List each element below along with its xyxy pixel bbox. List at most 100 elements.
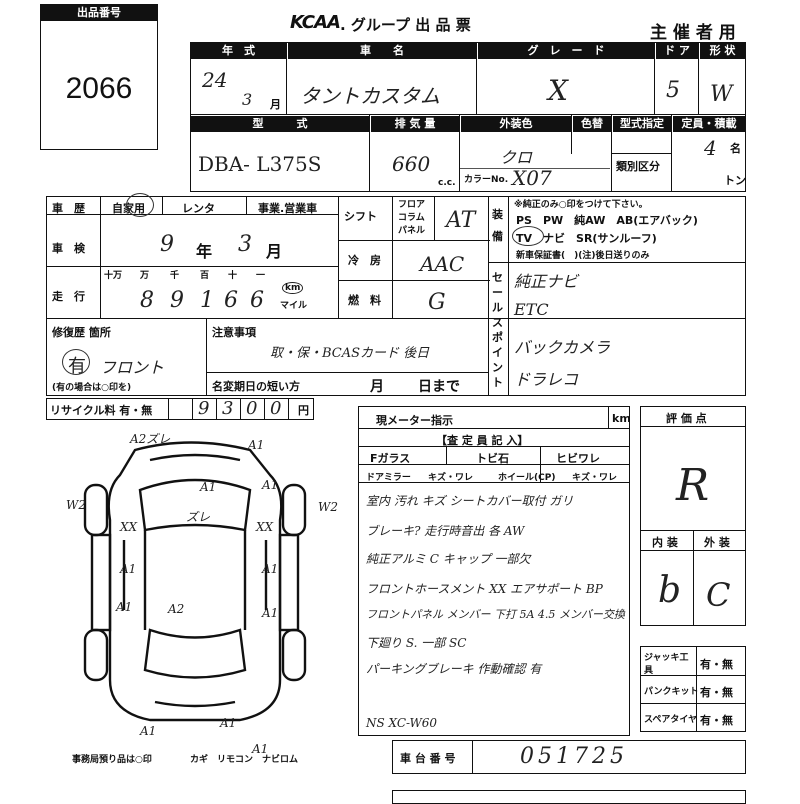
mirror-options: キズ・ワレ — [428, 473, 474, 483]
tools-box — [640, 646, 746, 732]
mileage-unit-10: 十 — [228, 271, 238, 281]
bottom-box — [392, 790, 746, 804]
equipment-label: 装備 — [492, 208, 503, 243]
damage-mark: A1 — [200, 480, 217, 494]
inspector-note: 下廻り S. 一部 SC — [366, 636, 467, 650]
shape-value: W — [710, 82, 733, 107]
displacement-header: 排 気 量 — [371, 116, 459, 132]
recycle-unit: 円 — [298, 404, 309, 417]
damage-mark: A2ズレ — [130, 432, 171, 446]
sales-point-item: ドラレコ — [514, 370, 579, 389]
mileage-unit-100: 百 — [200, 271, 210, 281]
color-code-label: カラーNo. — [464, 175, 509, 185]
lot-label: 出品番号 — [41, 5, 157, 21]
displacement-value: 660 — [392, 152, 431, 176]
inspector-title: 【査 定 員 記 入】 — [436, 434, 529, 447]
damage-mark: A1 — [116, 600, 133, 614]
brand-logo: KCAA — [290, 12, 341, 33]
damage-mark: XX — [256, 520, 274, 534]
doors-value: 5 — [666, 78, 680, 103]
organizer-label: 主 催 者 用 — [650, 23, 736, 43]
shift-label: シフト — [344, 210, 377, 223]
capacity-value: 4 — [704, 136, 717, 160]
meter-unit: km — [612, 412, 631, 425]
office-label: 事務局預り品は○印 — [72, 755, 152, 765]
repair-label: 修復歴 箇所 — [52, 326, 111, 339]
mileage-digit: 9 — [170, 288, 184, 313]
shape-header: 形 状 — [700, 43, 745, 59]
inspector-section — [358, 406, 630, 736]
damage-mark: A1 — [140, 724, 157, 738]
classification-label: 類別区分 — [616, 160, 660, 173]
damage-mark: A1 — [248, 438, 265, 452]
damage-mark: ズレ — [186, 510, 211, 524]
name-change-day: 日まで — [418, 379, 460, 395]
recycle-label: リサイクル料 有・無 — [50, 404, 153, 417]
cc-unit: c.c. — [438, 178, 456, 188]
recycle-digit: 3 — [222, 398, 234, 419]
damage-mark: A1 — [220, 716, 237, 730]
year-header: 年 式 — [191, 43, 286, 59]
inspection-month: 3 — [238, 232, 252, 257]
damage-mark: W2 — [66, 498, 86, 512]
inspection-year-unit: 年 — [196, 242, 213, 261]
damage-mark: A1 — [262, 478, 279, 492]
grade-label: 評 価 点 — [666, 412, 707, 425]
vehicle-name: タントカスタム — [300, 84, 440, 108]
year-era: 24 — [202, 68, 228, 92]
exterior-value: C — [706, 576, 731, 614]
exterior-label: 外 装 — [704, 536, 730, 549]
interior-label: 内 装 — [652, 536, 678, 549]
equipment-note: ※純正のみ○印をつけて下さい。 — [514, 200, 648, 210]
type-designation-header: 型式指定 — [613, 116, 671, 132]
grade-header: グ レ ー ド — [478, 43, 654, 59]
mileage-unit-1: 一 — [256, 271, 266, 281]
repair-note: フロント — [100, 358, 165, 377]
repair-footnote: (有の場合は○印を) — [52, 383, 132, 393]
crack-label: ヒビワレ — [556, 452, 600, 465]
shift-option-column: コラム — [398, 213, 425, 223]
inspector-note: 室内 汚れ キズ シートカバー取付 ガリ — [366, 494, 574, 508]
remarks-label: 注意事項 — [212, 326, 256, 339]
sales-point-item: 純正ナビ — [514, 272, 579, 291]
car-diagram — [83, 441, 307, 722]
name-change-month: 月 — [370, 379, 384, 395]
month-unit: 月 — [270, 98, 281, 111]
doors-header: ド ア — [656, 43, 698, 59]
fuel-value: G — [428, 290, 446, 315]
tool-options: 有・無 — [700, 714, 733, 727]
recycle-digit: 0 — [246, 398, 258, 419]
name-header: 車 名 — [288, 43, 476, 59]
shift-option-floor: フロア — [398, 200, 426, 210]
damage-mark: A2 — [168, 602, 185, 616]
year-month: 3 — [242, 90, 253, 109]
mileage-digit: 6 — [224, 288, 238, 313]
sales-point-item: バックカメラ — [514, 338, 611, 357]
glass-label: Fガラス — [370, 452, 411, 465]
model-value: DBA- L375S — [198, 152, 322, 176]
mileage-unit-10k: 万 — [140, 271, 150, 281]
fuel-label: 燃 料 — [348, 294, 381, 307]
chassis-value: 051725 — [520, 744, 628, 769]
recycle-box — [46, 398, 314, 420]
lot-box — [40, 4, 158, 150]
mileage-digit: 8 — [140, 288, 154, 313]
shift-option-panel: パネル — [398, 226, 426, 236]
remarks-value: 取・保・BCASカード 後日 — [270, 346, 430, 361]
history-option-business: 事業.営業車 — [258, 202, 318, 215]
model-header: 型 式 — [191, 116, 369, 132]
tool-label: スペアタイヤ — [644, 715, 698, 725]
equipment-line-1: PS PW 純AW AB(エアバック) — [516, 214, 698, 227]
ac-value: AAC — [420, 252, 465, 276]
inspector-note: NS XC-W60 — [366, 716, 438, 730]
color-change-header: 色替 — [573, 116, 611, 132]
damage-mark: XX — [120, 520, 138, 534]
inspector-note: 純正アルミ C キャップ 一部欠 — [366, 552, 531, 566]
ac-label: 冷 房 — [348, 254, 381, 267]
interior-value: b — [658, 570, 682, 611]
inspector-note: フロントパネル メンバー 下打 5A 4.5 メンバー交換 — [366, 608, 625, 621]
equipment-line-3: 新車保証書( )(注)後日送りのみ — [516, 251, 650, 261]
inspector-note: フロントホースメント XX エアサポート BP — [366, 582, 603, 596]
wheel-options: キズ・ワレ — [572, 473, 618, 483]
inspector-note: パーキングブレーキ 作動確認 有 — [366, 662, 542, 676]
